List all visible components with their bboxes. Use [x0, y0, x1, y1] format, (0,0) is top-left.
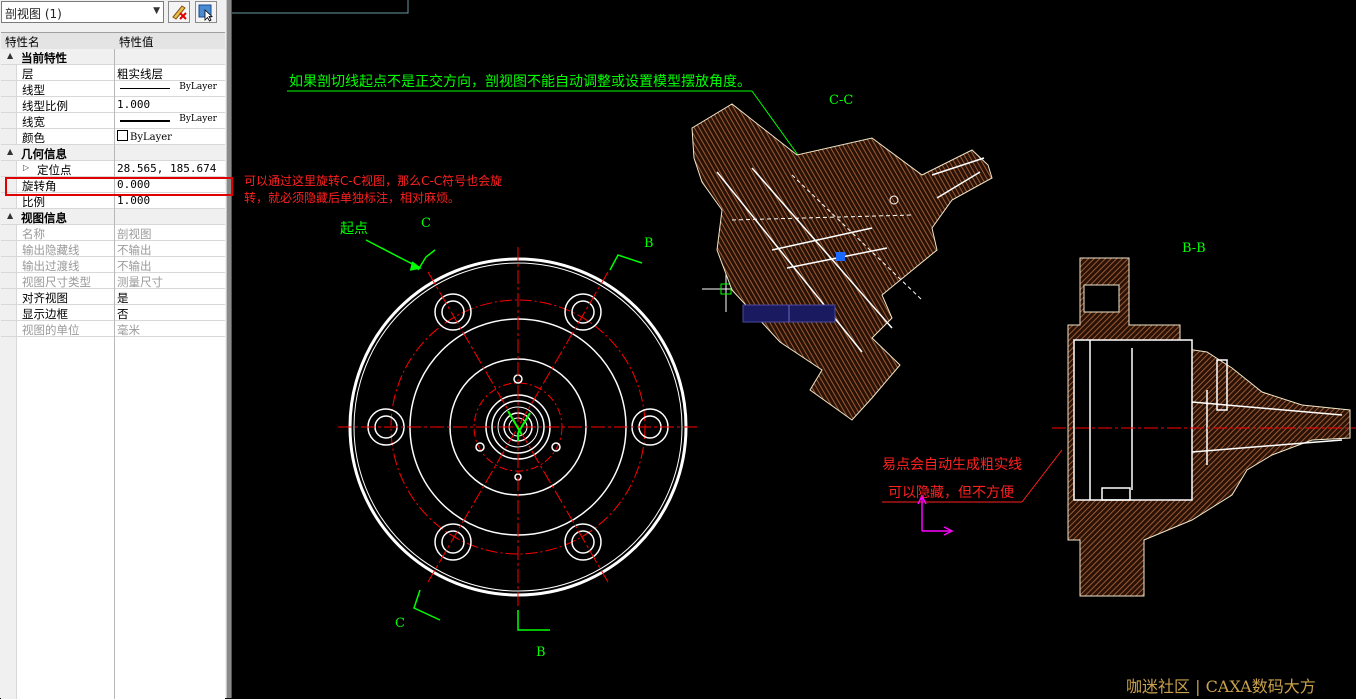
color-swatch	[117, 130, 128, 141]
grip-point[interactable]	[836, 252, 845, 261]
property-value[interactable]: 剖视图	[117, 227, 152, 241]
property-name: 视图的单位	[22, 323, 80, 337]
section-bb-title: B-B	[1182, 241, 1206, 256]
property-name: 线型比例	[22, 99, 68, 113]
highlight-box	[5, 177, 233, 196]
annotation-break-line1: 易点会自动生成粗实线	[882, 457, 1022, 473]
property-row-align-view[interactable]: 对齐视图 是	[1, 289, 225, 305]
property-row-scale[interactable]: 比例 1.000	[1, 193, 225, 209]
property-row-view-name[interactable]: 名称 剖视图	[1, 225, 225, 241]
line-sample	[120, 88, 170, 89]
quick-select-icon	[198, 4, 214, 22]
property-name: 线宽	[22, 115, 45, 129]
category-current[interactable]: ▲ 当前特性	[1, 49, 225, 65]
property-name: 显示边框	[22, 307, 68, 321]
property-name: 当前特性	[21, 51, 67, 65]
panel-splitter[interactable]	[226, 0, 232, 698]
category-geometry[interactable]: ▲ 几何信息	[1, 145, 225, 161]
property-name: 输出隐藏线	[22, 243, 80, 257]
property-value[interactable]: 是	[117, 291, 129, 305]
frame-line	[232, 0, 409, 14]
property-value: ByLayer	[179, 82, 217, 92]
cut-label-b-top: B	[644, 236, 654, 251]
section-view-cc[interactable]	[691, 103, 993, 421]
property-name: 名称	[22, 227, 45, 241]
property-value[interactable]: 1.000	[117, 194, 151, 207]
property-row-transition-lines[interactable]: 输出过渡线 不输出	[1, 257, 225, 273]
object-selector-dropdown[interactable]: 剖视图 (1) ▼	[1, 1, 164, 23]
cut-label-c-top: C	[421, 216, 431, 231]
collapse-icon[interactable]: ▲	[7, 211, 14, 220]
cutting-plane-symbols[interactable]	[365, 239, 643, 631]
drawing-canvas[interactable]	[232, 0, 1356, 698]
property-grid: 特性名 特性值 ▲ 当前特性层 粗实线层线型 ByLayer 线型比例 1.000 线宽 By…	[1, 32, 225, 699]
watermark: 咖迷社区 | CAXA数码大方	[1126, 677, 1316, 696]
value-column-header: 特性值	[119, 35, 154, 49]
ucs-icon	[917, 494, 954, 536]
expand-icon[interactable]: ▷	[23, 163, 30, 172]
annotation-top: 如果剖切线起点不是正交方向，剖视图不能自动调整或设置模型摆放角度。	[289, 74, 751, 90]
property-name: 对齐视图	[22, 291, 68, 305]
property-row-layer[interactable]: 层 粗实线层	[1, 65, 225, 81]
property-name: 旋转角	[22, 179, 57, 193]
chevron-down-icon: ▼	[153, 6, 160, 16]
property-value: ByLayer	[179, 114, 217, 124]
property-row-color[interactable]: 颜色 ByLayer	[1, 129, 225, 145]
property-row-show-frame[interactable]: 显示边框 否	[1, 305, 225, 321]
property-value[interactable]: 不输出	[117, 243, 152, 257]
annotation-rotate-line1: 可以通过这里旋转C-C视图，那么C-C符号也会旋	[244, 174, 503, 188]
property-name: 几何信息	[21, 147, 67, 161]
property-row-rotation[interactable]: 旋转角 0.000	[1, 177, 225, 193]
clear-selection-button[interactable]	[168, 1, 190, 23]
annotation-break-line2: 可以隐藏，但不方便	[888, 485, 1014, 501]
name-column-header: 特性名	[5, 35, 40, 49]
column-separator[interactable]	[114, 49, 115, 699]
property-name: 颜色	[22, 131, 45, 145]
cut-label-c-bottom: C	[395, 616, 405, 631]
annotation-rotate-line2: 转，就必须隐藏后单独标注，相对麻烦。	[244, 191, 461, 205]
property-value[interactable]: 0.000	[117, 178, 151, 191]
property-value[interactable]: ByLayer	[117, 130, 172, 143]
pencil-cross-icon	[172, 5, 187, 20]
property-row-hidden-lines[interactable]: 输出隐藏线 不输出	[1, 241, 225, 257]
quick-select-button[interactable]	[195, 1, 217, 23]
line-sample	[120, 120, 170, 122]
front-view-flange[interactable]	[338, 247, 698, 607]
property-name: 输出过渡线	[22, 259, 80, 273]
collapse-icon[interactable]: ▲	[7, 147, 14, 156]
property-name: 视图信息	[21, 211, 67, 225]
property-name: 层	[22, 67, 34, 81]
property-value[interactable]: 不输出	[117, 259, 152, 273]
collapse-icon[interactable]: ▲	[7, 51, 14, 60]
section-view-bb[interactable]	[1052, 257, 1356, 597]
property-value[interactable]: 28.565, 185.674	[117, 162, 217, 175]
property-row-lineweight[interactable]: 线宽 ByLayer	[1, 113, 225, 129]
cut-label-b-bottom: B	[536, 645, 546, 660]
property-value[interactable]: 毫米	[117, 323, 140, 337]
property-value[interactable]: 测量尺寸	[117, 275, 163, 289]
property-grid-header: 特性名 特性值	[1, 33, 225, 50]
property-row-linetype-scale[interactable]: 线型比例 1.000	[1, 97, 225, 113]
property-row-position[interactable]: ▷ 定位点 28.565, 185.674	[1, 161, 225, 177]
property-value[interactable]: 否	[117, 307, 129, 321]
category-view[interactable]: ▲ 视图信息	[1, 209, 225, 225]
annotation-leader-break	[882, 449, 1063, 503]
property-value[interactable]: 粗实线层	[117, 67, 163, 81]
line-style-preview[interactable]: ByLayer	[117, 113, 217, 127]
color-value: ByLayer	[130, 132, 172, 143]
property-name: 线型	[22, 83, 45, 97]
property-row-linetype[interactable]: 线型 ByLayer	[1, 81, 225, 97]
property-row-dim-type[interactable]: 视图尺寸类型 测量尺寸	[1, 273, 225, 289]
object-selector-value: 剖视图 (1)	[5, 7, 62, 21]
section-cc-title: C-C	[829, 93, 854, 108]
start-point-label: 起点	[340, 221, 368, 237]
property-name: 视图尺寸类型	[22, 275, 91, 289]
property-name: 比例	[22, 195, 45, 209]
property-value[interactable]: 1.000	[117, 98, 151, 111]
property-name: 定位点	[37, 163, 72, 177]
property-row-units[interactable]: 视图的单位 毫米	[1, 321, 225, 337]
annotation-leader-top	[287, 90, 799, 156]
line-style-preview[interactable]: ByLayer	[117, 81, 217, 95]
